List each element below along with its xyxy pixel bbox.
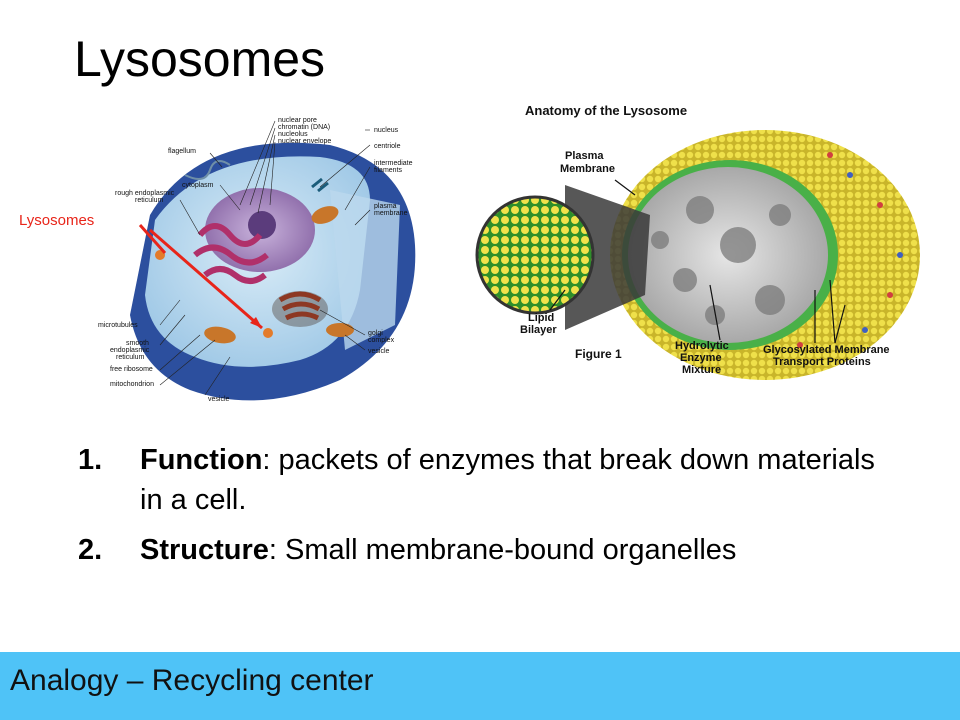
label-microtubules: microtubules: [98, 322, 138, 329]
label-hydrolytic: Hydrolytic: [675, 340, 729, 352]
label-rough-er: rough endoplasmic: [115, 190, 175, 197]
label-flagellum: flagellum: [168, 148, 196, 155]
analogy-footer: Analogy – Recycling center: [0, 652, 960, 720]
bullet-list: 1. Function: packets of enzymes that bre…: [78, 440, 878, 580]
animal-cell-diagram: Lysosomes nuclear pore chromatin (DNA) n…: [19, 117, 416, 403]
label-nucleus: nucleus: [374, 127, 399, 134]
label-smooth-er: smooth: [126, 340, 149, 347]
figure-number: Figure 1: [575, 347, 622, 361]
bullet-number: 1.: [78, 444, 103, 476]
rough-er-shape: [193, 223, 269, 284]
label-nuclear-pore: nuclear pore: [278, 117, 317, 124]
lysosome-dot: [155, 250, 165, 260]
label-golgi: golgi: [368, 330, 383, 337]
label-plasma-membrane-2: membrane: [374, 210, 408, 217]
bullet-description: : packets of enzymes that break down mat…: [140, 444, 875, 516]
label-cytoplasm: cytoplasm: [182, 182, 214, 189]
figure-title: Anatomy of the Lysosome: [525, 103, 687, 118]
label-mitochondrion: mitochondrion: [110, 381, 154, 388]
bullet-text: Structure: Small membrane-bound organell…: [140, 530, 878, 570]
bullet-term: Structure: [140, 534, 269, 566]
label-vesicle-bottom: vesicle: [208, 396, 230, 403]
lysosomes-callout: Lysosomes: [19, 212, 94, 229]
bilayer-magnified: [475, 195, 595, 315]
label-transport-proteins: Transport Proteins: [773, 356, 871, 368]
label-intermediate-filaments: intermediate: [374, 160, 413, 167]
label-centriole: centriole: [374, 143, 401, 150]
label-plasma: Plasma: [565, 150, 604, 162]
bullet-term: Function: [140, 444, 263, 476]
label-smooth-er-2: endoplasmic: [110, 347, 150, 354]
label-intermediate-filaments-2: filaments: [374, 167, 403, 174]
mitochondrion-shape: [311, 206, 339, 224]
label-rough-er-2: reticulum: [135, 197, 164, 204]
analogy-text: Analogy – Recycling center: [10, 664, 374, 697]
bullet-item: 1. Function: packets of enzymes that bre…: [78, 440, 878, 520]
label-vesicle-right: vesicle: [368, 348, 390, 355]
bullet-description: : Small membrane-bound organelles: [268, 534, 737, 566]
label-lipid: Lipid: [528, 312, 554, 324]
label-free-ribosome: free ribosome: [110, 366, 153, 373]
slide-title: Lysosomes: [74, 31, 326, 87]
nucleolus-shape: [248, 211, 276, 239]
label-glycosylated: Glycosylated Membrane: [763, 344, 890, 356]
label-smooth-er-3: reticulum: [116, 354, 145, 361]
lysosome-arrow: [138, 224, 167, 254]
label-bilayer: Bilayer: [520, 324, 557, 336]
bullet-text: Function: packets of enzymes that break …: [140, 440, 878, 520]
label-mixture: Mixture: [682, 364, 721, 376]
label-plasma-membrane: plasma: [374, 203, 397, 210]
lysosome-dot: [263, 328, 273, 338]
label-membrane: Membrane: [560, 163, 615, 175]
label-enzyme: Enzyme: [680, 352, 722, 364]
label-chromatin: chromatin (DNA): [278, 124, 330, 131]
label-nucleolus: nucleolus: [278, 131, 308, 138]
bullet-number: 2.: [78, 534, 103, 566]
bullet-item: 2. Structure: Small membrane-bound organ…: [78, 530, 878, 570]
label-nuclear-envelope: nuclear envelope: [278, 138, 331, 145]
label-golgi-2: complex: [368, 337, 395, 344]
lysosome-arrow: [149, 228, 263, 330]
lysosome-anatomy-figure: Anatomy of the Lysosome Plasma Membrane …: [475, 103, 920, 380]
golgi-shape: [278, 291, 322, 321]
